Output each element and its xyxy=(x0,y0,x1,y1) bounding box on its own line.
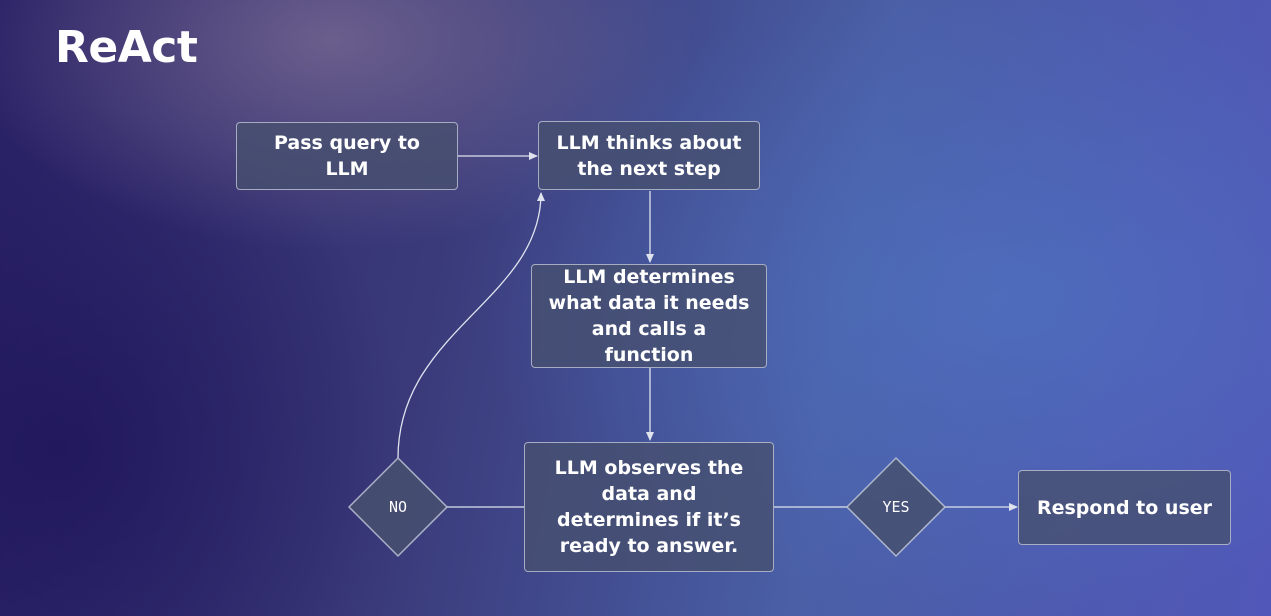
decision-yes-diamond xyxy=(845,456,947,558)
node-llm-observes: LLM observes the data and determines if … xyxy=(524,442,774,572)
node-llm-thinks-label: LLM thinks about the next step xyxy=(556,131,742,180)
node-pass-query-label: Pass query to LLM xyxy=(274,132,420,180)
node-respond: Respond to user xyxy=(1018,470,1231,545)
decision-yes-label: YES xyxy=(882,498,910,516)
decision-no-diamond xyxy=(347,456,449,558)
slide-title: ReAct xyxy=(55,22,198,73)
node-llm-determines: LLM determines what data it needs and ca… xyxy=(531,264,767,368)
node-llm-determines-label: LLM determines what data it needs and ca… xyxy=(548,266,750,366)
node-respond-label: Respond to user xyxy=(1036,496,1213,519)
node-pass-query: Pass query to LLM xyxy=(236,122,458,190)
node-llm-thinks: LLM thinks about the next step xyxy=(538,121,760,190)
decision-no-label: NO xyxy=(388,498,408,516)
node-llm-observes-label: LLM observes the data and determines if … xyxy=(554,457,744,557)
edge-no-to-thinks xyxy=(397,192,545,459)
